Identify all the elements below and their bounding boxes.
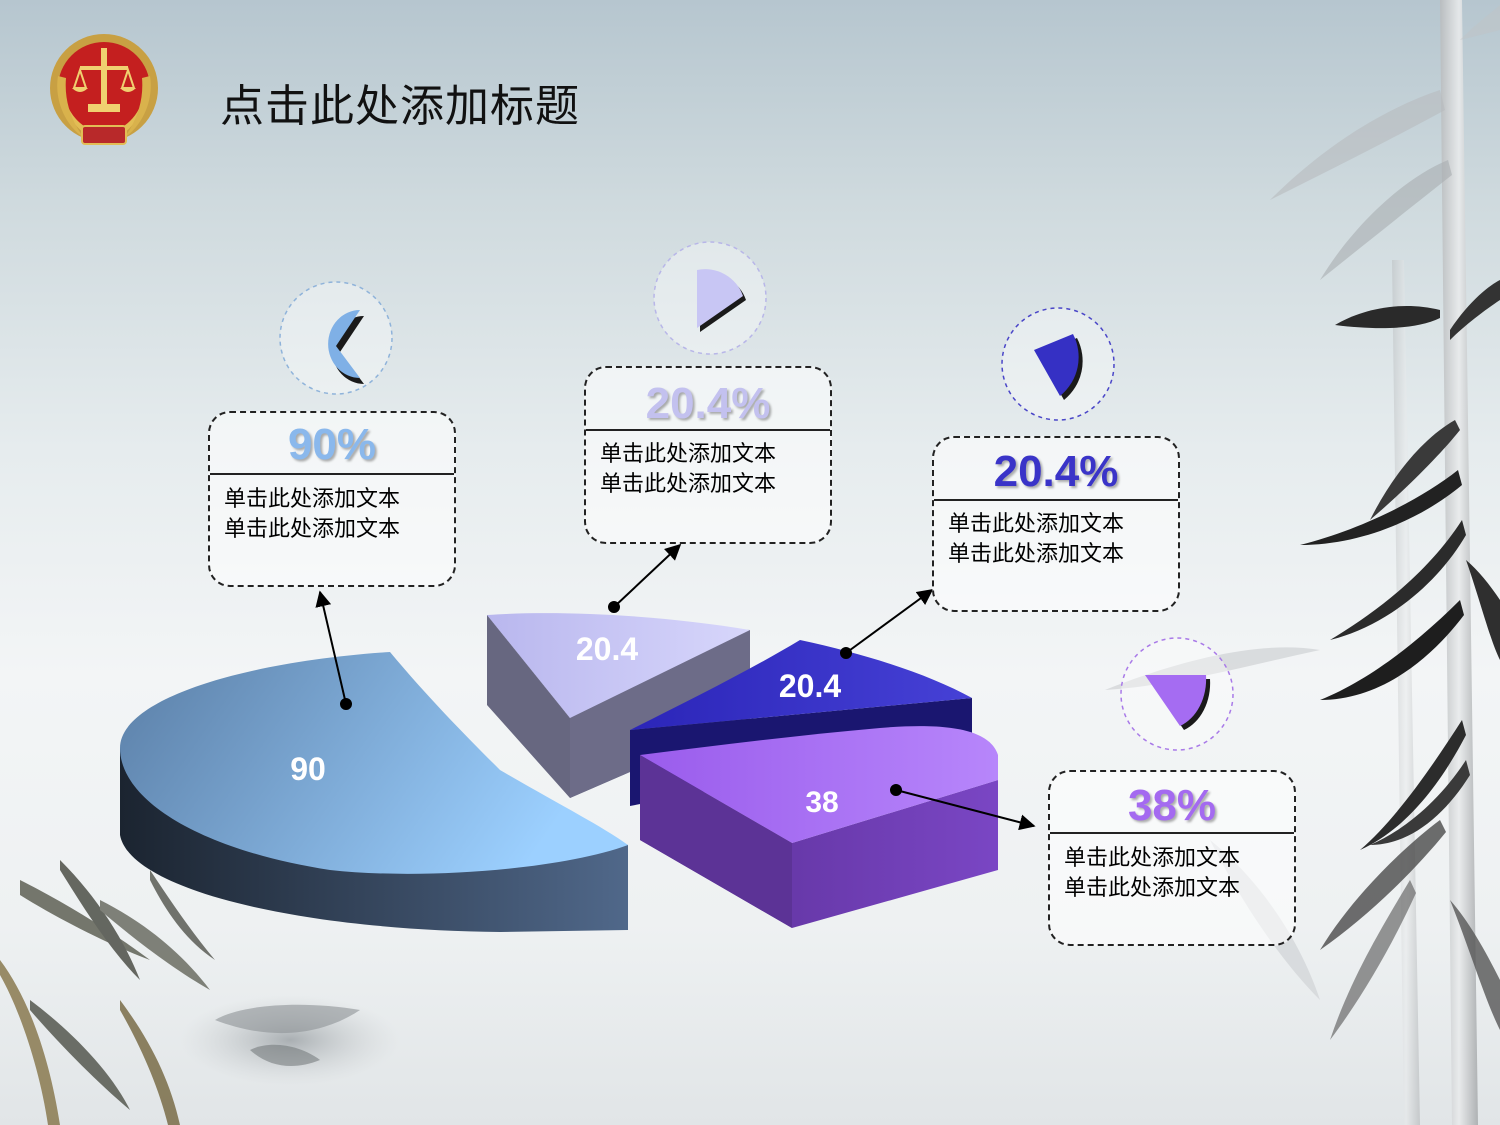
callout-20-4-a: 20.4% 单击此处添加文本 单击此处添加文本 (584, 366, 832, 544)
data-label-20-4-b: 20.4 (779, 668, 841, 704)
pie-slice-20-4-lavender (487, 613, 750, 798)
callout-text[interactable]: 单击此处添加文本 单击此处添加文本 (948, 510, 1124, 570)
data-label-90: 90 (290, 751, 326, 787)
callout-90: 90% 单击此处添加文本 单击此处添加文本 (208, 411, 456, 587)
pie-segment-icon-1 (279, 281, 393, 395)
callout-line-1[interactable]: 单击此处添加文本 (948, 512, 1125, 537)
data-label-20-4-a: 20.4 (576, 631, 638, 667)
callout-line-2[interactable]: 单击此处添加文本 (948, 542, 1125, 567)
bamboo-grass-painting (0, 860, 215, 1125)
pie-segment-icon-3 (1001, 307, 1115, 421)
callout-line-1[interactable]: 单击此处添加文本 (600, 442, 777, 467)
connector-arrows (315, 543, 1036, 831)
pie-segment-icon-4 (1120, 637, 1234, 751)
callout-percent: 38% (1127, 781, 1217, 830)
callout-38: 38% 单击此处添加文本 单击此处添加文本 (1048, 770, 1296, 946)
callout-percent: 90% (287, 420, 377, 469)
callout-line-1[interactable]: 单击此处添加文本 (1064, 846, 1241, 871)
callout-line-2[interactable]: 单击此处添加文本 (600, 472, 777, 497)
court-emblem-icon (50, 34, 158, 145)
callout-line-2[interactable]: 单击此处添加文本 (1064, 876, 1241, 901)
callout-20-4-b: 20.4% 单击此处添加文本 单击此处添加文本 (932, 436, 1180, 612)
callout-text[interactable]: 单击此处添加文本 单击此处添加文本 (600, 440, 776, 500)
divider (934, 499, 1178, 501)
callout-percent: 20.4% (645, 379, 771, 428)
divider (586, 429, 830, 431)
callout-line-1[interactable]: 单击此处添加文本 (224, 487, 401, 512)
bamboo-painting (1105, 0, 1500, 1125)
callout-line-2[interactable]: 单击此处添加文本 (224, 517, 401, 542)
divider (1050, 832, 1294, 834)
data-label-38: 38 (805, 786, 838, 819)
callout-text[interactable]: 单击此处添加文本 单击此处添加文本 (224, 485, 400, 545)
page-title[interactable]: 点击此处添加标题 (220, 81, 580, 132)
ink-fish-painting (180, 995, 400, 1085)
callout-percent: 20.4% (993, 447, 1119, 496)
divider (210, 473, 454, 475)
pie-slice-90 (120, 652, 628, 932)
pie-slice-38 (640, 726, 998, 928)
callout-text[interactable]: 单击此处添加文本 单击此处添加文本 (1064, 844, 1240, 904)
pie-segment-icon-2 (653, 241, 767, 355)
